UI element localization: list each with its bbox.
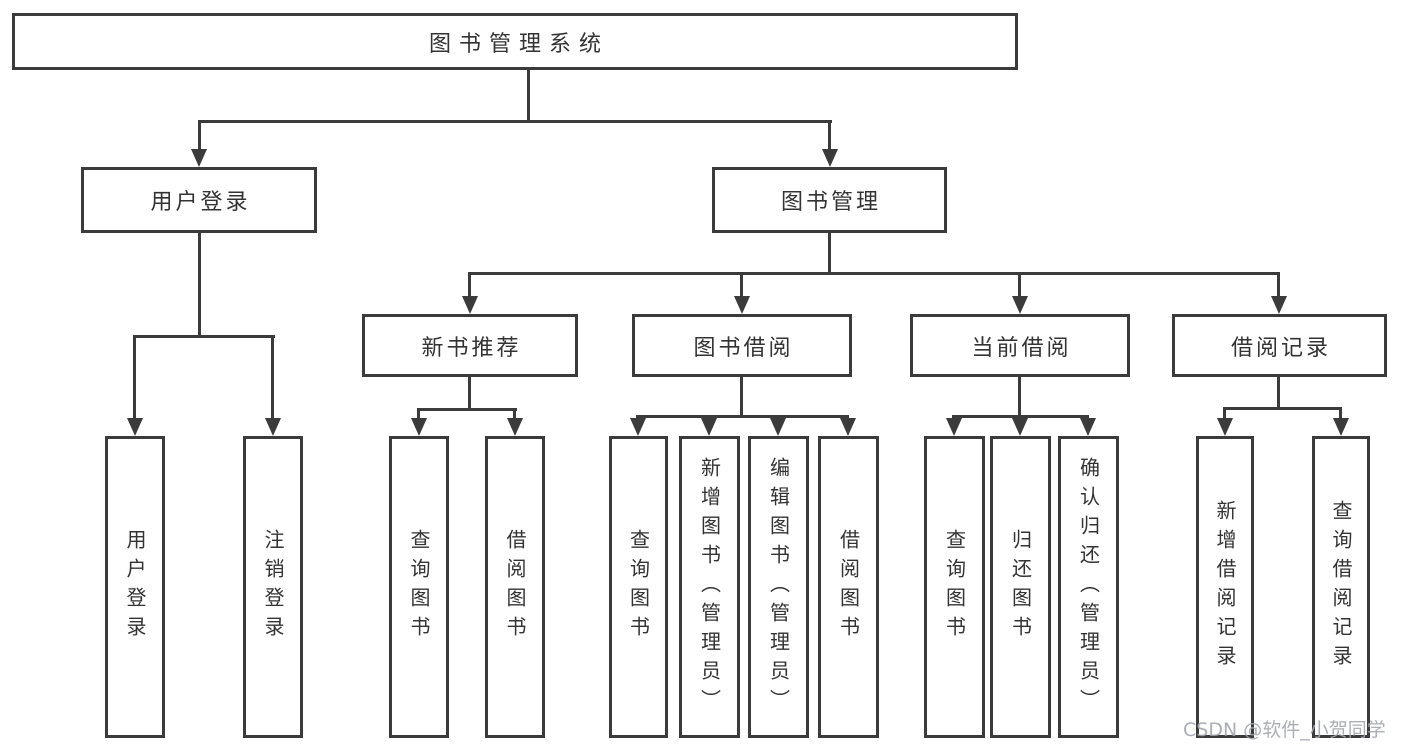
- arrow-down-icon: [822, 149, 838, 167]
- node-add-books-admin: 新增图书（管理员）: [679, 436, 740, 738]
- node-label: 归还图书: [1008, 529, 1033, 645]
- connector-line: [1277, 377, 1280, 407]
- node-label: 借阅图书: [836, 529, 861, 645]
- arrow-down-icon: [734, 296, 750, 314]
- node-book-borrow: 图书借阅: [632, 314, 852, 377]
- node-new-book-recommend: 新书推荐: [362, 314, 578, 377]
- arrow-down-icon: [1333, 418, 1349, 436]
- arrow-down-icon: [701, 418, 717, 436]
- node-library-management-system: 图书管理系统: [12, 13, 1018, 70]
- node-label: 新增借阅记录: [1213, 500, 1237, 674]
- connector-line: [133, 335, 136, 420]
- arrow-down-icon: [1012, 296, 1028, 314]
- node-borrow-books-recommend: 借阅图书: [485, 436, 545, 738]
- node-borrow-books-action: 借阅图书: [818, 436, 879, 738]
- connector-line: [1339, 407, 1342, 420]
- connector-line: [198, 233, 201, 335]
- node-label: 用户登录: [150, 190, 251, 215]
- connector-line: [198, 120, 201, 151]
- node-current-borrow: 当前借阅: [910, 314, 1130, 377]
- arrow-down-icon: [840, 418, 856, 436]
- arrow-down-icon: [770, 418, 786, 436]
- node-label: 注销登录: [261, 529, 285, 645]
- arrow-down-icon: [462, 296, 478, 314]
- node-label: 编辑图书（管理员）: [766, 456, 791, 718]
- node-query-books-recommend: 查询图书: [389, 436, 449, 738]
- connector-line: [1223, 407, 1341, 410]
- node-label: 新书推荐: [421, 335, 522, 361]
- arrow-down-icon: [507, 418, 523, 436]
- connector-line: [468, 377, 471, 408]
- arrow-down-icon: [1012, 418, 1028, 436]
- node-return-books: 归还图书: [990, 436, 1051, 738]
- connector-line: [133, 335, 275, 338]
- node-label: 查询借阅记录: [1329, 500, 1353, 674]
- connector-line: [740, 272, 743, 298]
- node-label: 查询图书: [626, 529, 651, 645]
- connector-line: [1223, 407, 1226, 420]
- node-user-login-action: 用户登录: [105, 436, 165, 738]
- watermark-text: CSDN @软件_小贺同学: [1183, 719, 1386, 741]
- connector-line: [417, 408, 420, 420]
- connector-line: [271, 335, 274, 420]
- node-label: 图书管理: [780, 190, 881, 215]
- node-book-management: 图书管理: [712, 167, 947, 233]
- arrow-down-icon: [1271, 296, 1287, 314]
- arrow-down-icon: [265, 418, 281, 436]
- node-query-borrow-record: 查询借阅记录: [1312, 436, 1370, 738]
- connector-line: [527, 70, 530, 121]
- node-label: 图书管理系统: [428, 31, 609, 57]
- node-label: 用户登录: [123, 529, 147, 645]
- connector-line: [1018, 272, 1021, 298]
- connector-line: [1018, 377, 1021, 415]
- node-logout-action: 注销登录: [243, 436, 303, 738]
- arrow-down-icon: [630, 418, 646, 436]
- node-label: 确认归还（管理员）: [1076, 456, 1101, 718]
- arrow-down-icon: [1217, 418, 1233, 436]
- connector-line: [740, 377, 743, 415]
- connector-line: [636, 415, 849, 418]
- arrow-down-icon: [191, 149, 207, 167]
- node-label: 查询图书: [407, 529, 431, 645]
- connector-line: [417, 408, 517, 411]
- connector-line: [828, 120, 831, 151]
- node-label: 新增图书（管理员）: [697, 456, 722, 718]
- node-add-borrow-record: 新增借阅记录: [1196, 436, 1254, 738]
- node-user-login: 用户登录: [81, 167, 317, 233]
- connector-line: [468, 272, 471, 298]
- node-label: 借阅记录: [1230, 335, 1331, 361]
- node-query-books-borrow: 查询图书: [609, 436, 668, 738]
- node-label: 图书借阅: [693, 335, 794, 361]
- node-label: 查询图书: [942, 529, 967, 645]
- connector-line: [828, 233, 831, 275]
- node-confirm-return-admin: 确认归还（管理员）: [1058, 436, 1119, 738]
- arrow-down-icon: [127, 418, 143, 436]
- connector-line: [468, 272, 1280, 275]
- node-label: 借阅图书: [503, 529, 527, 645]
- arrow-down-icon: [1080, 418, 1096, 436]
- connector-line: [198, 120, 832, 123]
- node-edit-books-admin: 编辑图书（管理员）: [748, 436, 809, 738]
- arrow-down-icon: [946, 418, 962, 436]
- arrow-down-icon: [411, 418, 427, 436]
- node-borrow-records: 借阅记录: [1172, 314, 1387, 377]
- node-label: 当前借阅: [971, 335, 1072, 361]
- node-query-books-current: 查询图书: [924, 436, 985, 738]
- connector-line: [1277, 272, 1280, 298]
- connector-line: [513, 408, 516, 420]
